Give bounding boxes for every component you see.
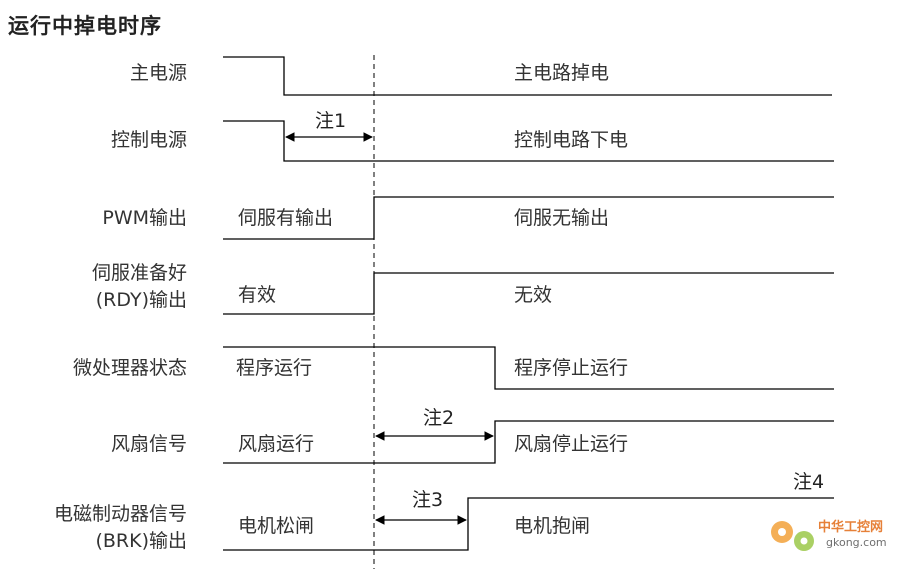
watermark-domain: gkong.com — [826, 536, 887, 549]
state-mcu-after: 程序停止运行 — [514, 357, 628, 379]
watermark-logo: 中华工控网 gkong.com — [771, 519, 887, 551]
note-2: 注2 — [423, 407, 454, 429]
label-main-power: 主电源 — [130, 62, 187, 84]
state-mcu-before: 程序运行 — [236, 357, 312, 379]
state-fan-before: 风扇运行 — [238, 433, 314, 455]
waveform-pwm — [223, 196, 834, 240]
waveform-rdy — [223, 272, 834, 315]
state-brk-after: 电机抱闸 — [514, 515, 590, 537]
waveform-brk — [223, 497, 834, 551]
state-rdy-before: 有效 — [238, 284, 276, 306]
waveform-control-power — [223, 120, 834, 162]
note-3: 注3 — [412, 489, 443, 511]
label-control-power: 控制电源 — [111, 129, 187, 151]
note-1: 注1 — [315, 110, 346, 132]
label-rdy-line2: (RDY)输出 — [96, 289, 187, 311]
state-control-power-after: 控制电路下电 — [514, 129, 628, 151]
gear-icon — [771, 521, 814, 551]
label-brk-line1: 电磁制动器信号 — [54, 503, 187, 525]
state-main-power-after: 主电路掉电 — [514, 62, 609, 84]
label-pwm: PWM输出 — [102, 207, 187, 229]
label-mcu: 微处理器状态 — [73, 357, 187, 379]
waveform-main-power — [223, 56, 832, 96]
waveform-fan — [223, 420, 834, 464]
diagram-title: 运行中掉电时序 — [8, 14, 162, 38]
note-4: 注4 — [793, 471, 824, 493]
state-pwm-after: 伺服无输出 — [514, 207, 609, 229]
label-brk-line2: (BRK)输出 — [95, 530, 187, 552]
state-fan-after: 风扇停止运行 — [514, 433, 628, 455]
state-brk-before: 电机松闸 — [238, 515, 314, 537]
watermark-brand: 中华工控网 — [818, 519, 883, 535]
state-rdy-after: 无效 — [514, 284, 552, 306]
label-rdy-line1: 伺服准备好 — [92, 262, 187, 284]
state-pwm-before: 伺服有输出 — [238, 207, 333, 229]
label-fan: 风扇信号 — [111, 433, 187, 455]
waveform-mcu — [223, 346, 834, 390]
